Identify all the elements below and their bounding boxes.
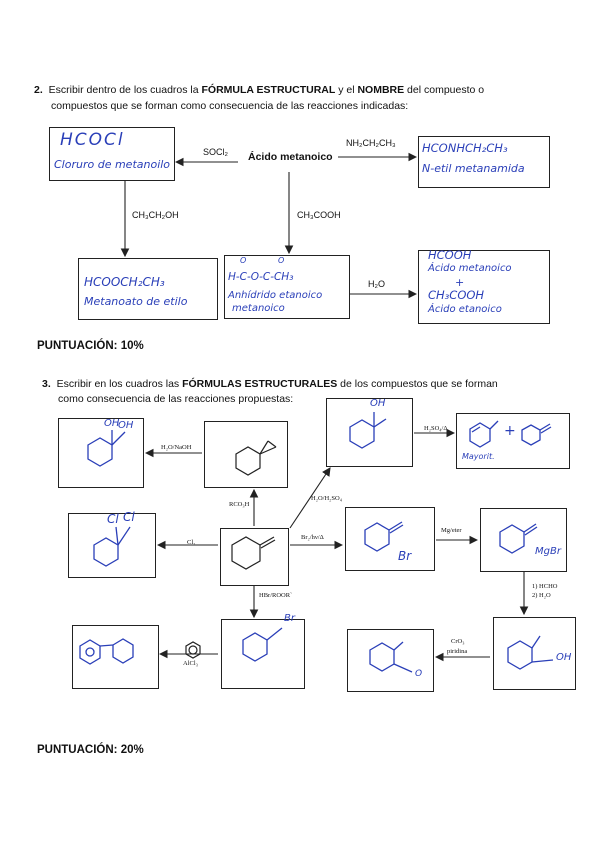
q3-box-dichloride[interactable] <box>68 513 156 578</box>
q3-ann-o1: O <box>415 669 423 679</box>
q3-ann-oh3: OH <box>370 398 386 409</box>
q3-box-bromide[interactable] <box>221 619 305 689</box>
q3-reagent-mg-eter: Mg/eter <box>441 527 462 534</box>
q3-reagent-h2o: 2) H₂O <box>532 592 551 599</box>
ring-epoxide <box>235 446 261 476</box>
q2-ans1-name: Cloruro de metanoilo <box>54 158 171 171</box>
q3-score: PUNTUACIÓN: 20% <box>37 744 144 756</box>
q2-ans4-o2: O <box>278 256 285 265</box>
q2-ans4-name2: metanoico <box>232 303 285 314</box>
q2-text-c: y el <box>335 84 358 96</box>
q2-answer-box-2[interactable] <box>418 136 550 188</box>
q2-ans3-formula: HCOOCH₂CH₃ <box>84 275 165 289</box>
q3-box-alcohol[interactable] <box>326 398 413 467</box>
q3-box-diol[interactable] <box>58 418 144 488</box>
q3-ann-oh2: OH <box>118 420 134 431</box>
q2-text-d: NOMBRE <box>357 84 405 96</box>
q2-answer-box-5[interactable] <box>418 250 550 324</box>
q2-ans5-plus: + <box>455 276 465 289</box>
q2-answer-box-1[interactable] <box>49 127 175 181</box>
hw-ring-fc-cyclohexyl <box>112 638 134 664</box>
q3-box-elimination[interactable] <box>456 413 570 469</box>
q2-arrows <box>120 152 418 299</box>
q3-reagent-h2o-h2so4: H₂O/H₂SO₄ <box>311 495 342 502</box>
q3-reagent-cl2: Cl₂ <box>187 539 196 546</box>
q2-ans5-name1: Ácido metanoico <box>428 263 512 274</box>
q3-handwritten-structures <box>79 412 554 673</box>
q2-ans5-formula2: CH₃COOH <box>428 288 485 302</box>
q3-reagent-br2-hv: Br₂/hν/Δ <box>301 534 324 541</box>
q3-reagent-alcl3: AlCl₃ <box>183 660 198 667</box>
q2-answer-box-3[interactable] <box>78 258 218 320</box>
q3-box-allyl-bromide[interactable] <box>345 507 435 571</box>
q2-text-b: FÓRMULA ESTRUCTURAL <box>201 84 336 96</box>
q2-ans2-name: N-etil metanamida <box>422 162 525 175</box>
q2-ans4-name1: Anhídrido etanoico <box>228 290 323 301</box>
q3-box-epoxide <box>204 421 288 488</box>
q3-ann-oh1: OH <box>104 418 120 429</box>
q2-ans5-formula1: HCOOH <box>428 248 472 262</box>
benzene-reagent <box>185 641 201 659</box>
hw-ring-fc-benzene <box>79 639 101 665</box>
q2-ans3-name: Metanoato de etilo <box>84 295 188 308</box>
q2-reagent-socl2: SOCl₂ <box>203 147 228 157</box>
q3-printed-structures <box>185 440 277 659</box>
hw-ring-alcohol <box>349 419 375 449</box>
q3-ann-br1: Br <box>398 549 412 563</box>
q3-ann-br2: Br <box>284 613 295 624</box>
q2-statement-line2: compuestos que se forman como consecuenc… <box>51 100 409 112</box>
q2-center-compound: Ácido metanoico <box>248 151 333 163</box>
q3-ann-plus: + <box>504 423 516 439</box>
q3-number: 3. <box>42 378 51 390</box>
q2-ans4-formula: H-C-O-C-CH₃ <box>228 271 294 283</box>
q2-ans5-name2: Ácido etanoico <box>428 304 502 315</box>
q2-answer-box-4[interactable] <box>224 255 350 319</box>
q3-reagent-piridina: piridina <box>447 648 468 655</box>
hw-ring-grignard <box>499 524 525 554</box>
q3-text-c: de los compuestos que se forman <box>337 378 498 390</box>
hw-ring-hydroxymethyl <box>507 640 533 670</box>
arrow-h2o-h2so4 <box>289 467 331 529</box>
q2-number: 2. <box>34 84 43 96</box>
q3-reagent-hcho: 1) HCHO <box>532 583 558 590</box>
q3-box-hydroxymethyl[interactable] <box>493 617 576 690</box>
q3-box-aldehyde[interactable] <box>347 629 434 692</box>
hw-ring-dichloride <box>93 537 119 567</box>
hw-ring-bromide <box>242 632 268 662</box>
q3-reagent-h2o-naoh: H₂O/NaOH <box>161 444 192 451</box>
q3-reagent-cro3: CrO₃ <box>451 638 465 645</box>
q2-reagent-ethanol: CH₃CH₂OH <box>132 210 179 220</box>
q3-ann-mayorit: Mayorit. <box>462 452 495 461</box>
q3-statement-line2: como consecuencia de las reacciones prop… <box>58 393 294 405</box>
hw-ring-diol <box>87 437 113 467</box>
q2-ans2-formula: HCONHCH₂CH₃ <box>422 141 508 155</box>
q2-score: PUNTUACIÓN: 10% <box>37 340 144 352</box>
q3-reagent-rco3h: RCO₃H <box>229 501 250 508</box>
q2-text-e: del compuesto o <box>404 84 485 96</box>
q3-text-b: FÓRMULAS ESTRUCTURALES <box>182 378 338 390</box>
hw-ring-allyl-bromide <box>364 522 390 552</box>
q2-reagent-acetic: CH₃COOH <box>297 210 341 220</box>
q3-reagent-hbr-roor: HBr/ROOR` <box>259 592 293 599</box>
q2-reagent-amine: NH₂CH₂CH₃ <box>346 138 396 148</box>
q3-statement: 3. Escribir en los cuadros las FÓRMULAS … <box>42 376 562 392</box>
q3-text-a: Escribir en los cuadros las <box>56 378 183 390</box>
q2-reagent-water: H₂O <box>368 279 385 289</box>
hw-ring-alkene-major <box>469 422 491 448</box>
q2-statement: 2. Escribir dentro de los cuadros la FÓR… <box>34 82 574 98</box>
q3-ann-mgbr: MgBr <box>535 546 561 557</box>
q2-text-a: Escribir dentro de los cuadros la <box>48 84 202 96</box>
q3-reagent-h2so4-heat: H₂SO₄/Δ <box>424 425 448 432</box>
q2-ans4-o1: O <box>240 256 247 265</box>
q3-ann-cl1: Cl <box>107 512 119 526</box>
hw-ring-alkene-minor <box>521 424 541 446</box>
q2-ans1-formula: HCOCl <box>60 130 125 150</box>
q3-box-friedel-crafts[interactable] <box>72 625 159 689</box>
q3-arrows <box>144 428 529 662</box>
ring-start <box>231 536 261 570</box>
q3-ann-cl2: Cl <box>123 510 135 524</box>
hw-ring-aldehyde <box>369 642 395 672</box>
q3-ann-oh4: OH <box>556 652 572 663</box>
